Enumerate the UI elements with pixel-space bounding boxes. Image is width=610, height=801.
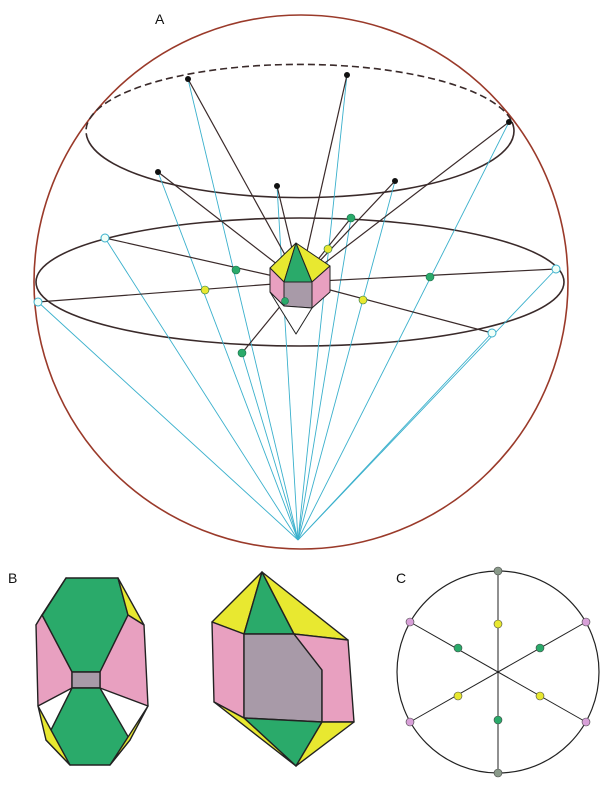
panel-c: C [396, 566, 600, 778]
panel-b: B [8, 570, 355, 767]
projection-line [276, 185, 299, 541]
projection-line [297, 332, 493, 541]
panel-a: A [33, 11, 569, 550]
projected-point [200, 285, 210, 295]
stereogram-axis [409, 621, 587, 723]
crystal-face-bottom [269, 291, 313, 335]
pole-green [535, 643, 545, 653]
projection-line [157, 171, 299, 541]
crystal-elongated [35, 577, 149, 766]
pole-line [299, 74, 348, 283]
pole-dot [155, 169, 161, 175]
stereogram-lines [409, 571, 587, 773]
crystal-face [71, 671, 101, 689]
pole-violet [405, 717, 415, 727]
upper-poles [155, 72, 512, 189]
projected-point [323, 244, 333, 254]
pole-dot [551, 264, 561, 274]
projection-lines [37, 74, 557, 541]
projection-line [104, 237, 299, 541]
pole-green [493, 715, 503, 725]
pole-green [453, 643, 463, 653]
equator-poles [33, 233, 561, 338]
pole-line [299, 281, 493, 334]
projected-point [358, 295, 368, 305]
panel-label-c: C [396, 570, 406, 586]
upper-circle-front [87, 121, 515, 199]
projected-point [425, 272, 435, 282]
equatorial-circle [35, 217, 565, 347]
pole-grey [493, 566, 503, 576]
pole-yellow [493, 619, 503, 629]
projection-line [297, 121, 510, 541]
pole-line [104, 237, 301, 283]
projection-line [187, 78, 299, 541]
pole-dot [506, 119, 512, 125]
crystal-bipyramid [211, 571, 355, 767]
crystal-face [109, 705, 149, 766]
pole-line [187, 78, 301, 283]
projected-point [237, 348, 247, 358]
pole-dot [33, 297, 43, 307]
pole-dot [100, 233, 110, 243]
pole-violet [581, 617, 591, 627]
projected-point [281, 297, 289, 305]
stereogram-poles [405, 566, 591, 778]
pole-dot [274, 183, 280, 189]
pole-line [299, 121, 510, 283]
pole-grey [493, 768, 503, 778]
crystal-face-right [311, 265, 331, 309]
projection-line [297, 74, 348, 541]
pole-dot [392, 178, 398, 184]
pole-yellow [453, 691, 463, 701]
projected-point [231, 265, 241, 275]
crystal-face-front [283, 281, 313, 309]
projection-line [37, 301, 299, 541]
pole-dot [487, 328, 497, 338]
pole-violet [581, 717, 591, 727]
panel-label-b: B [8, 570, 17, 586]
pole-line [37, 281, 301, 303]
crystal-face [295, 721, 355, 767]
projection-line [297, 217, 352, 541]
crystal-face [213, 701, 297, 767]
pole-violet [405, 617, 415, 627]
crystal-face [37, 705, 71, 766]
panel-label-a: A [155, 11, 165, 27]
pole-dot [185, 76, 191, 82]
upper-circle-back [85, 63, 513, 141]
projection-line [297, 268, 557, 541]
projected-point [346, 213, 356, 223]
projected-points [200, 213, 435, 358]
sphere-outline [33, 14, 569, 550]
central-crystal [269, 242, 331, 335]
projection-line [297, 180, 396, 541]
projection-line [241, 352, 299, 541]
pole-dot [344, 72, 350, 78]
pole-yellow [535, 691, 545, 701]
